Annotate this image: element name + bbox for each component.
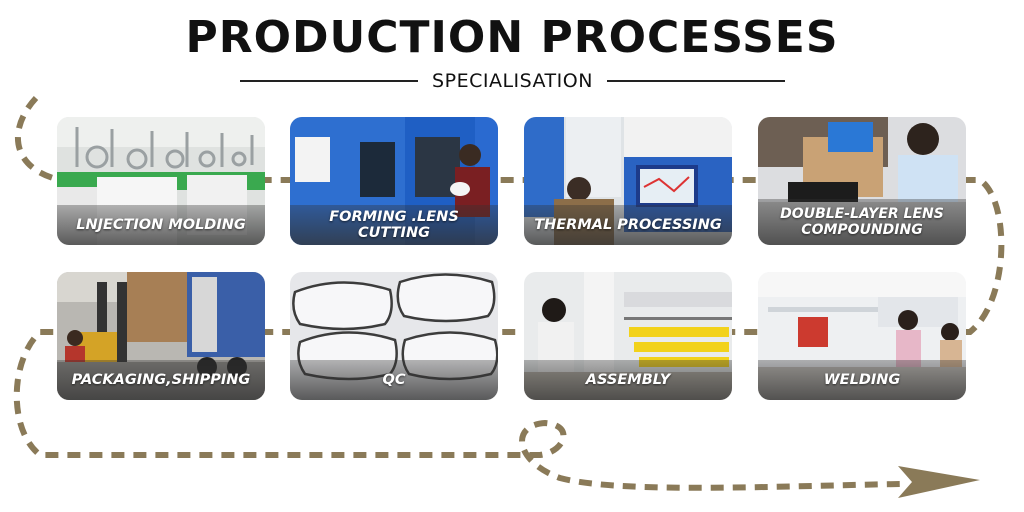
step-label: LNJECTION MOLDING: [57, 205, 265, 245]
step-card-injection-molding: LNJECTION MOLDING: [57, 117, 265, 245]
step-label: QC: [290, 360, 498, 400]
divider-left: [240, 80, 419, 82]
step-card-welding: WELDING: [758, 272, 966, 400]
step-card-double-layer-lens-compounding: DOUBLE-LAYER LENS COMPOUNDING: [758, 117, 966, 245]
subtitle-row: SPECIALISATION: [240, 68, 785, 94]
step-card-forming-lens-cutting: FORMING .LENS CUTTING: [290, 117, 498, 245]
step-label: DOUBLE-LAYER LENS COMPOUNDING: [758, 199, 966, 245]
step-card-assembly: ASSEMBLY: [524, 272, 732, 400]
divider-right: [606, 80, 785, 82]
step-card-packaging-shipping: PACKAGING,SHIPPING: [57, 272, 265, 400]
step-label: WELDING: [758, 360, 966, 400]
step-label: THERMAL PROCESSING: [524, 205, 732, 245]
arrow-head-icon: [898, 466, 980, 498]
step-label: ASSEMBLY: [524, 360, 732, 400]
page-subtitle: SPECIALISATION: [432, 70, 593, 92]
step-card-thermal-processing: THERMAL PROCESSING: [524, 117, 732, 245]
step-label: FORMING .LENS CUTTING: [290, 205, 498, 245]
step-label: PACKAGING,SHIPPING: [57, 360, 265, 400]
step-card-qc: QC: [290, 272, 498, 400]
page-title: PRODUCTION PROCESSES: [185, 12, 839, 63]
